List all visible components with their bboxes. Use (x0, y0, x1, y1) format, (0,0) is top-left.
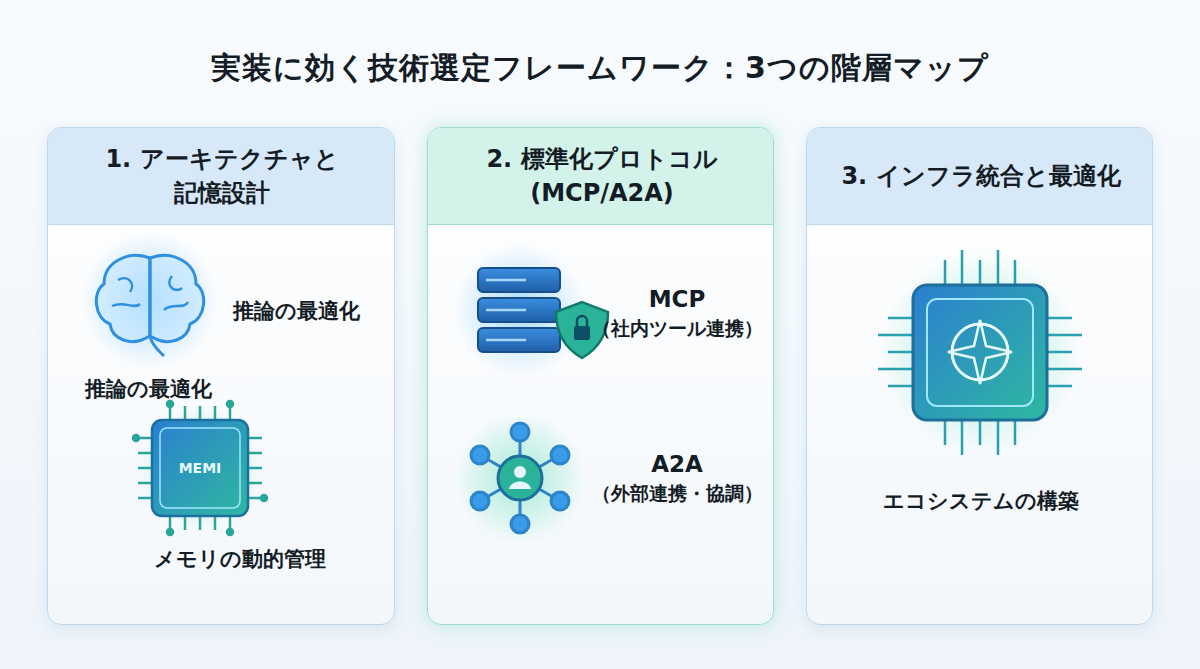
panel-heading: 2. 標準化プロトコル (MCP/A2A) (452, 142, 752, 210)
panel-item: （社内ツール連携） (592, 316, 763, 342)
panel-item: エコシステムの構築 (883, 487, 1079, 515)
layer-panel: 3. インフラ統合と最適化エコシステムの構築 (806, 127, 1153, 625)
panel-heading: 1. アーキテクチャと 記憶設計 (72, 142, 372, 210)
chip-label: MEMI (179, 460, 222, 476)
panel-item: 推論の最適化 (233, 297, 360, 325)
panel-header-band (428, 128, 773, 225)
layer-panel: 2. 標準化プロトコル (MCP/A2A) MCP （社内ツール連携） A2A （外部連… (427, 127, 774, 625)
panel-item: A2A (651, 451, 703, 477)
panel-heading: 3. インフラ統合と最適化 (831, 159, 1131, 193)
panel-item: 推論の最適化 (85, 375, 212, 403)
diagram-title: 実装に効く技術選定フレームワーク：3つの階層マップ (0, 48, 1200, 89)
panel-item: メモリの動的管理 (154, 545, 326, 573)
layer-panel: 1. アーキテクチャと 記憶設計推論の最適化推論の最適化メモリの動的管理 (47, 127, 395, 625)
panel-header-band (48, 128, 394, 225)
panel-item: MCP (649, 286, 706, 312)
panel-item: （外部連携・協調） (592, 481, 763, 507)
